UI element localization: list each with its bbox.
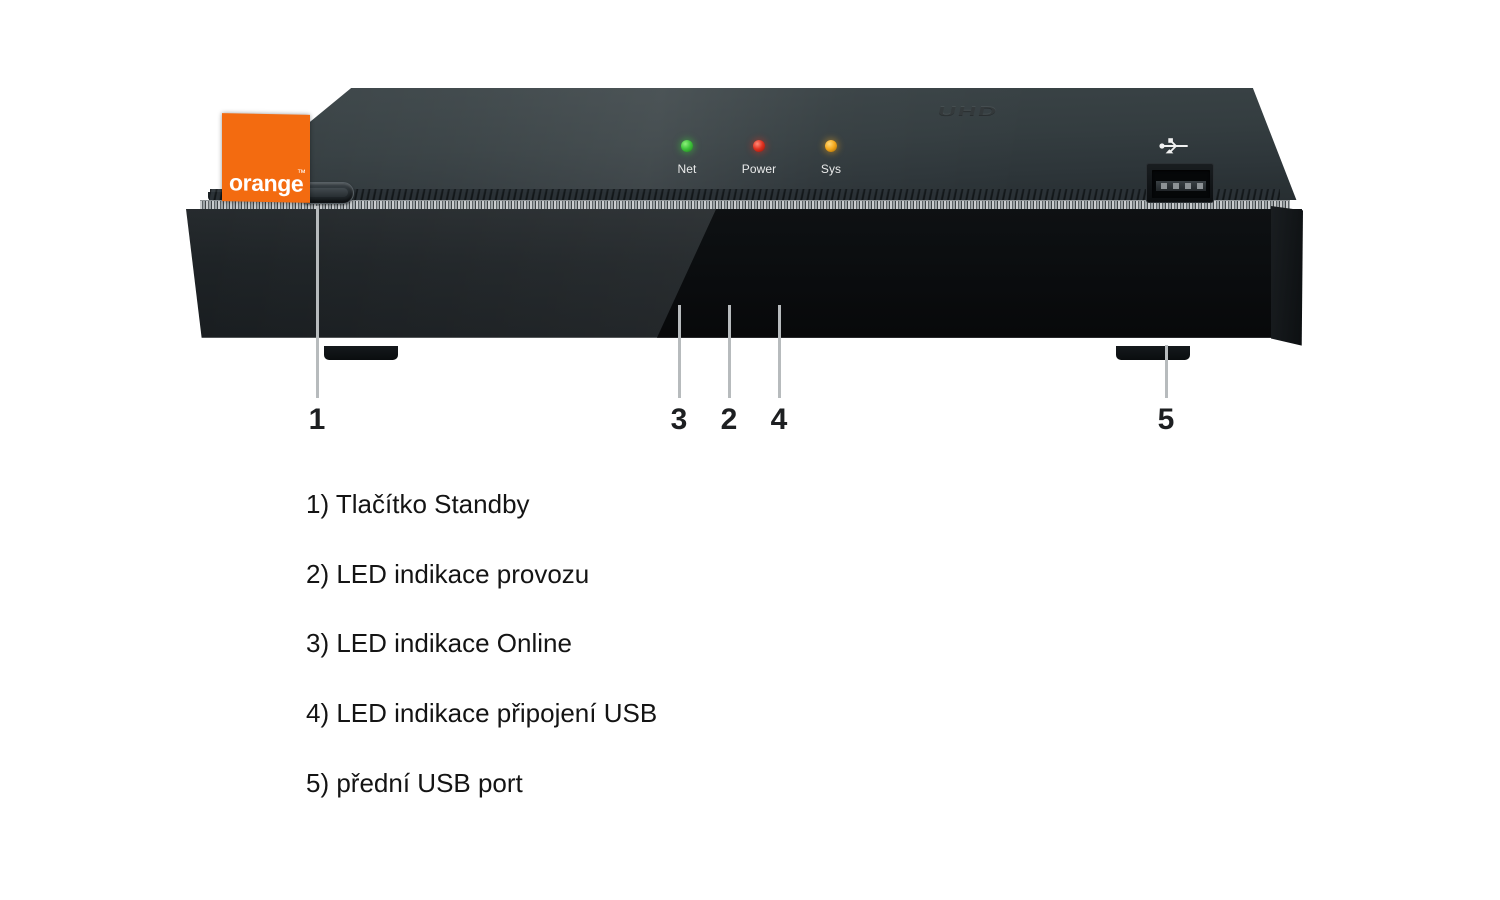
- front-usb-port[interactable]: [1146, 163, 1214, 203]
- callout-line-5: [1165, 345, 1168, 398]
- usb-port-pin: [1161, 183, 1167, 189]
- legend-item-1: 1) Tlačítko Standby: [306, 489, 530, 519]
- legend-item-5: 5) přední USB port: [306, 767, 523, 798]
- standby-button[interactable]: [298, 182, 354, 204]
- callout-line-1: [316, 206, 319, 398]
- orange-logo-wordmark: orange: [229, 169, 304, 197]
- callout-number-4: 4: [770, 403, 788, 436]
- front-panel-dark-facet: [656, 209, 1302, 338]
- callout-number-2: 2: [720, 403, 738, 436]
- lid-emboss-uhd-text: UHD: [936, 103, 1000, 119]
- callout-line-2: [728, 305, 731, 398]
- led-indicator-icon-sys: [825, 140, 837, 152]
- device-foot-right: [1116, 346, 1190, 360]
- usb-port-pin: [1185, 183, 1191, 189]
- led-indicator-sys: Sys: [808, 140, 854, 176]
- led-indicator-cluster: Net Power Sys: [664, 140, 854, 176]
- callout-number-3: 3: [670, 403, 688, 436]
- led-label-power: Power: [741, 162, 777, 176]
- led-indicator-power: Power: [736, 140, 782, 176]
- led-label-sys: Sys: [820, 162, 842, 176]
- legend-item-4: 4) LED indikace připojení USB: [306, 698, 658, 729]
- legend-list: 1) Tlačítko Standby 2) LED indikace prov…: [306, 489, 1066, 798]
- led-indicator-net: Net: [664, 140, 710, 176]
- usb-port-pin: [1197, 183, 1203, 189]
- callout-number-1: 1: [308, 403, 326, 436]
- device-right-side-panel: [1271, 206, 1303, 346]
- usb-port-pin: [1173, 183, 1179, 189]
- led-label-net: Net: [677, 162, 697, 176]
- legend-item-2: 2) LED indikace provozu: [306, 558, 590, 589]
- callout-line-4: [778, 305, 781, 398]
- device-illustration: UHD orange ™ Net Power: [186, 88, 1303, 360]
- usb-port-tongue: [1156, 181, 1206, 191]
- legend-item-3: 3) LED indikace Online: [306, 628, 572, 659]
- device-foot-left: [324, 346, 398, 360]
- usb-icon: [1156, 136, 1190, 156]
- callout-line-3: [678, 305, 681, 398]
- callout-number-5: 5: [1157, 403, 1175, 436]
- trademark-symbol: ™: [297, 167, 306, 178]
- orange-brand-logo: orange ™: [222, 113, 310, 203]
- led-indicator-icon-power: [753, 140, 765, 152]
- led-indicator-icon-net: [681, 140, 693, 152]
